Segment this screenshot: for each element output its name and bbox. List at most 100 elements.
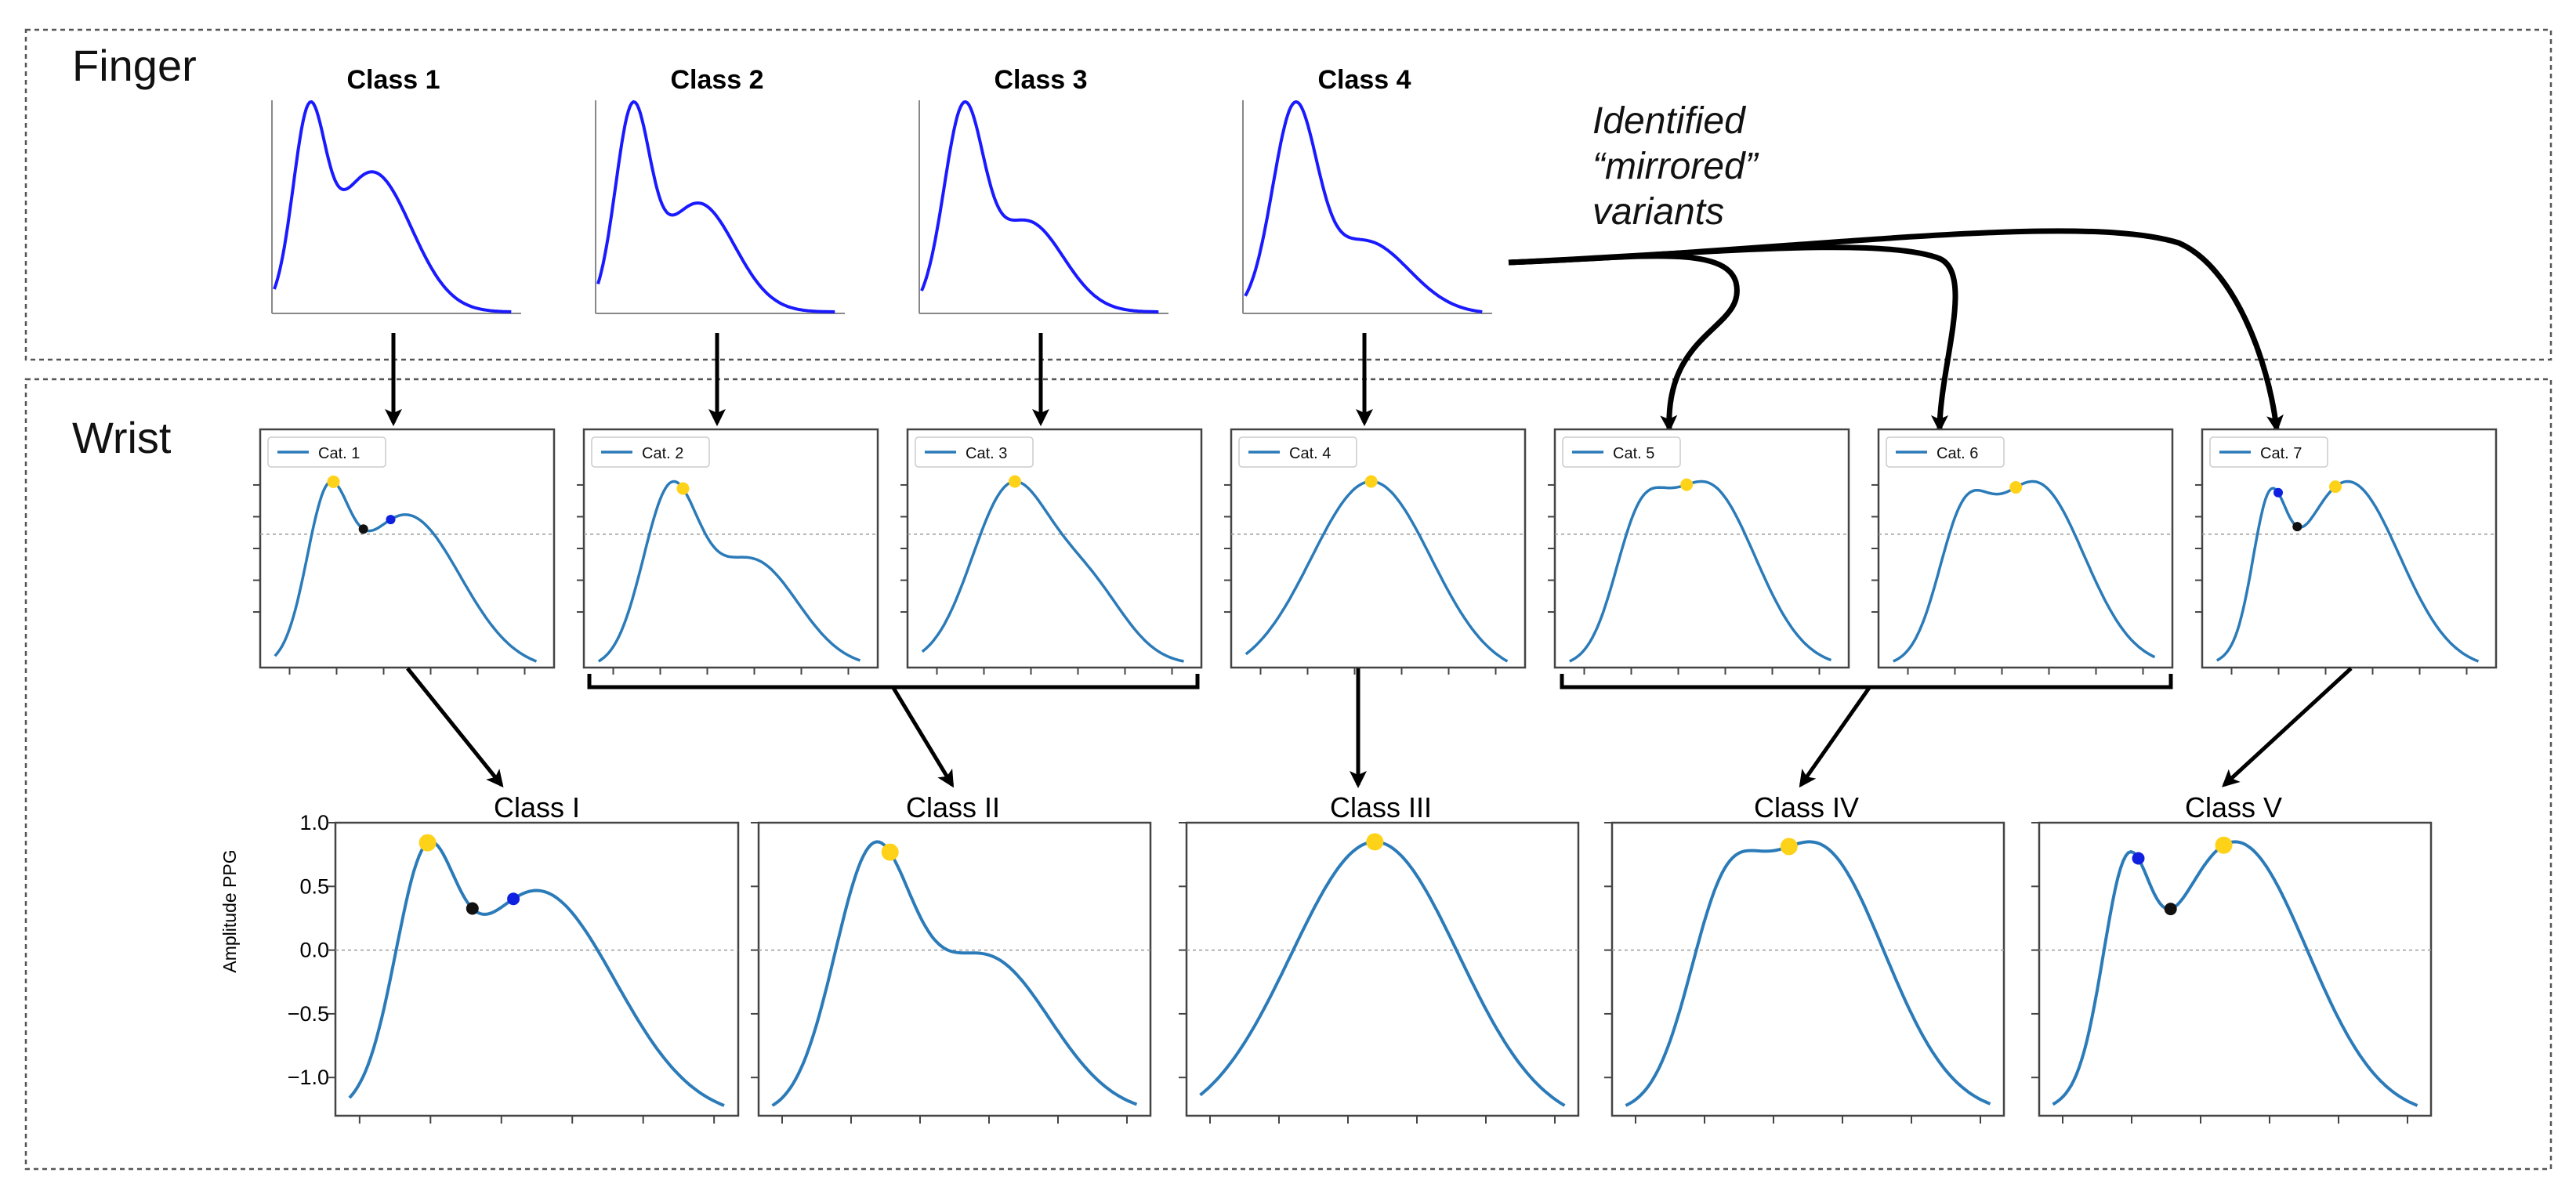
wrist-cat-3-plot: Cat. 3 [900,428,1203,675]
waveform-marker [676,482,690,495]
waveform-marker [881,843,899,861]
waveform-marker [507,892,520,906]
legend-label: Cat. 6 [1937,445,1978,462]
category-to-class-arrows [406,667,2353,788]
y-tick-label: −0.5 [288,1002,329,1026]
annotation-line-1: Identified [1592,100,1746,142]
finger-class-title: Class 3 [994,65,1087,95]
legend-label: Cat. 3 [966,445,1007,462]
finger-waveform-line [920,100,1159,313]
waveform-marker [2132,852,2145,865]
category-waveform-line [1569,480,1832,663]
finger-waveform-line [596,100,835,313]
legend-label: Cat. 5 [1613,445,1654,462]
arrow-cat7-to-class-v [2222,667,2353,787]
class-waveform-line [2052,840,2418,1107]
wrist-class-ii-plot: Class II [751,791,1152,1124]
waveform-marker [466,902,479,915]
y-tick-label: −1.0 [288,1066,329,1089]
y-axis-label: Amplitude PPG [219,849,240,972]
finger-class-4-plot: Class 4 [1242,65,1492,314]
waveform-marker [2273,487,2283,498]
finger-to-wrist-arrows [385,333,1373,426]
category-waveform-line [921,480,1184,663]
wrist-class-iv-plot: Class IV [1604,791,2005,1124]
finger-class-plots: Class 1 Class 2 Class 3 Class 4 [271,65,1492,314]
class-plot-frame [1610,821,2005,1117]
category-plot-frame [582,428,879,669]
class-title: Class IV [1754,791,1859,823]
finger-waveform-line [273,100,512,313]
waveform-marker [1366,833,1384,851]
mirrored-variants-annotation: Identified “mirrored” variants [1592,100,1759,233]
category-waveform-line [274,480,538,663]
class-waveform-line [771,840,1138,1107]
annotation-line-3: variants [1592,191,1724,233]
wrist-cat-7-plot: Cat. 7 [2195,428,2498,675]
class-plot-frame [2038,821,2433,1117]
wrist-cat-4-plot: Cat. 4 [1224,428,1527,675]
waveform-marker [2329,480,2342,494]
y-tick-labels: 1.0 0.5 0.0 −0.5 −1.0 [288,811,329,1089]
arrow-cat1-to-class-i [406,667,504,788]
waveform-marker [358,524,368,534]
class-waveform-line [1625,840,1991,1107]
legend-box [2209,436,2328,468]
legend-box [915,436,1034,468]
finger-class-1-plot: Class 1 [271,65,521,314]
legend-label: Cat. 1 [318,445,360,462]
legend-box [267,436,386,468]
waveform-marker [386,515,396,525]
y-tick-label: 0.5 [299,874,329,898]
category-plot-frame [1553,428,1850,669]
class-title: Class III [1330,791,1432,823]
legend-box [1886,436,2005,468]
grouping-brackets [587,674,2173,689]
bracket-cat-5-6 [1560,674,2173,689]
finger-class-title: Class 1 [346,65,440,95]
mirrored-variant-arrows [1508,228,2284,433]
legend-label: Cat. 7 [2260,445,2302,462]
category-plot-frame [2201,428,2498,669]
waveform-marker [2009,481,2023,494]
legend-box [591,436,710,468]
arrow-to-cat-5 [1508,253,1740,433]
finger-class-3-plot: Class 3 [918,65,1168,314]
class-title: Class II [906,791,1000,823]
bracket-cat-2-3 [587,674,1200,689]
legend-box [1562,436,1681,468]
waveform-marker [418,834,437,852]
arrow-cats23-to-class-ii [891,686,955,788]
arrow-to-cat-7 [1508,228,2284,433]
waveform-marker [1680,478,1694,491]
legend-box [1238,436,1357,468]
finger-class-title: Class 4 [1317,65,1411,95]
wrist-class-v-plot: Class V [2031,791,2433,1124]
category-waveform-line [2216,480,2480,663]
legend-label: Cat. 4 [1289,445,1331,462]
waveform-marker [1780,838,1798,856]
category-plot-frame [1230,428,1527,669]
category-waveform-line [1893,480,2156,663]
wrist-cat-1-plot: Cat. 1 [253,428,556,675]
class-title: Class I [494,791,580,823]
wrist-cat-6-plot: Cat. 6 [1871,428,2174,675]
waveform-marker [2292,522,2302,532]
finger-section-label: Finger [72,41,197,90]
wrist-section-box [24,378,2552,1171]
waveform-marker [327,475,340,488]
waveform-marker [1009,475,1021,488]
waveform-marker [1364,475,1378,488]
wrist-class-i-plot: Class I [328,791,740,1124]
finger-class-title: Class 2 [670,65,763,95]
wrist-category-plots: Cat. 1 Cat. 2 Cat. 3 Cat. 4 Cat. 5 Cat. … [253,428,2498,675]
waveform-marker [2164,903,2177,916]
finger-class-2-plot: Class 2 [595,65,845,314]
class-waveform-line [348,840,725,1107]
arrow-cats56-to-class-iv [1799,686,1871,788]
wrist-class-plots: Amplitude PPG 1.0 0.5 0.0 −0.5 −1.0 Clas… [219,791,2433,1124]
class-plot-frame [757,821,1152,1117]
wrist-cat-2-plot: Cat. 2 [577,428,879,675]
